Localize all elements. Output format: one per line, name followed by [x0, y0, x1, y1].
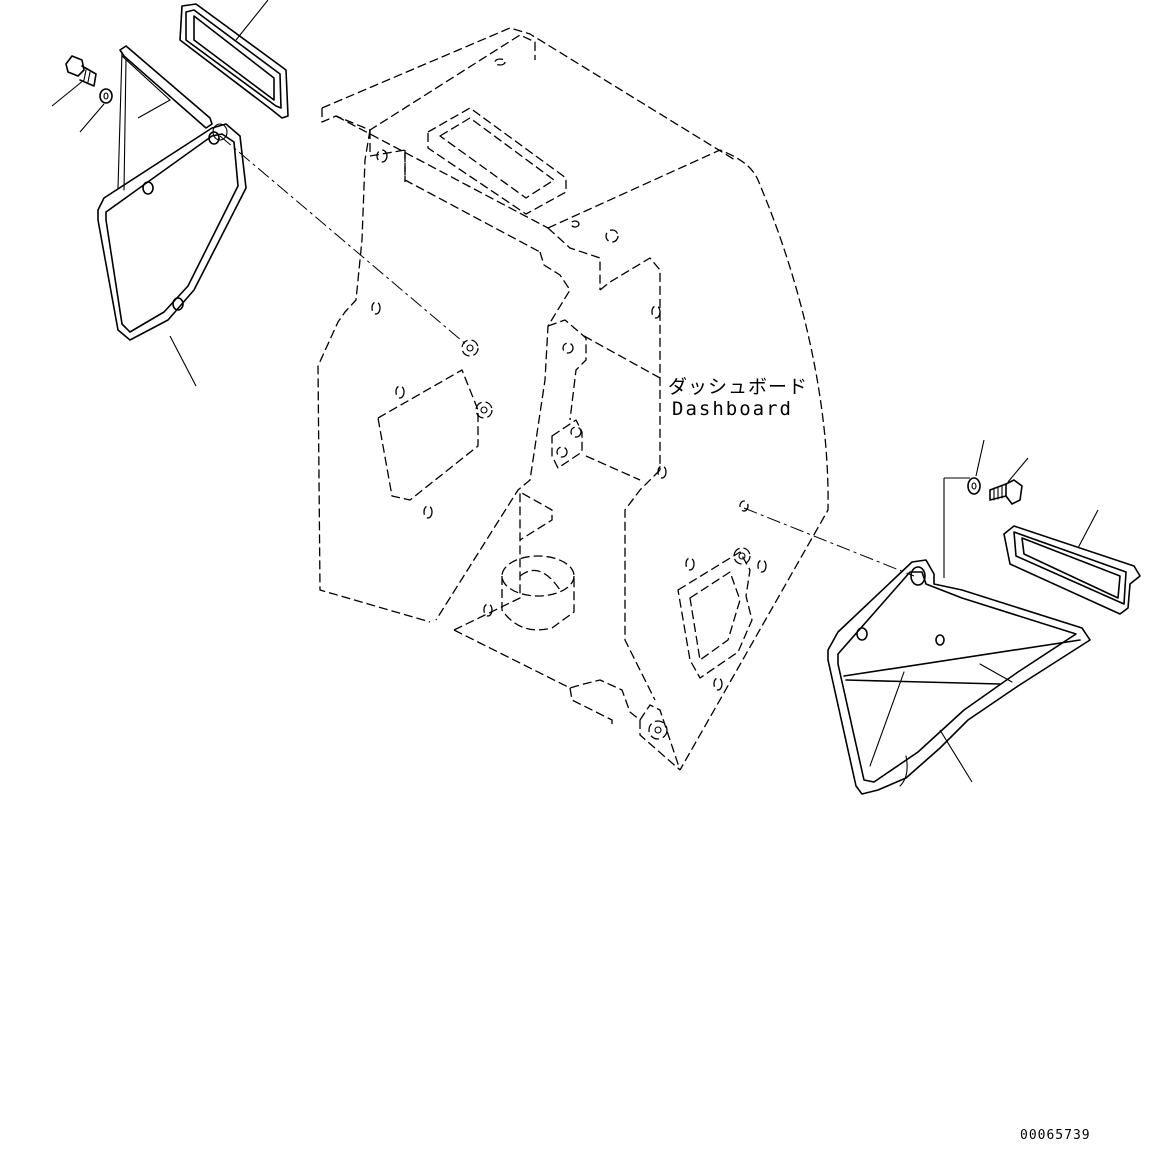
weld-nut — [648, 720, 668, 740]
bolt-upper-left — [65, 55, 97, 87]
washer-upper-left — [99, 88, 113, 104]
weld-nut — [475, 401, 493, 419]
weld-nut — [461, 339, 479, 357]
seal-strip-left — [117, 45, 213, 191]
seal-gasket-right — [1003, 525, 1141, 615]
bolt-right — [989, 479, 1023, 505]
cover-plate-left — [97, 123, 247, 341]
part-label-en: Dashboard — [672, 398, 793, 420]
part-label-jp: ダッシュボード — [668, 376, 809, 398]
washer-right — [967, 477, 981, 495]
weld-nut — [733, 547, 751, 565]
cover-bracket-right — [827, 559, 1091, 795]
seal-gasket-upper — [179, 3, 289, 119]
drawing-number: 00065739 — [1020, 1128, 1091, 1143]
dashboard-panel — [317, 27, 829, 771]
leader-lines — [51, 0, 1099, 783]
